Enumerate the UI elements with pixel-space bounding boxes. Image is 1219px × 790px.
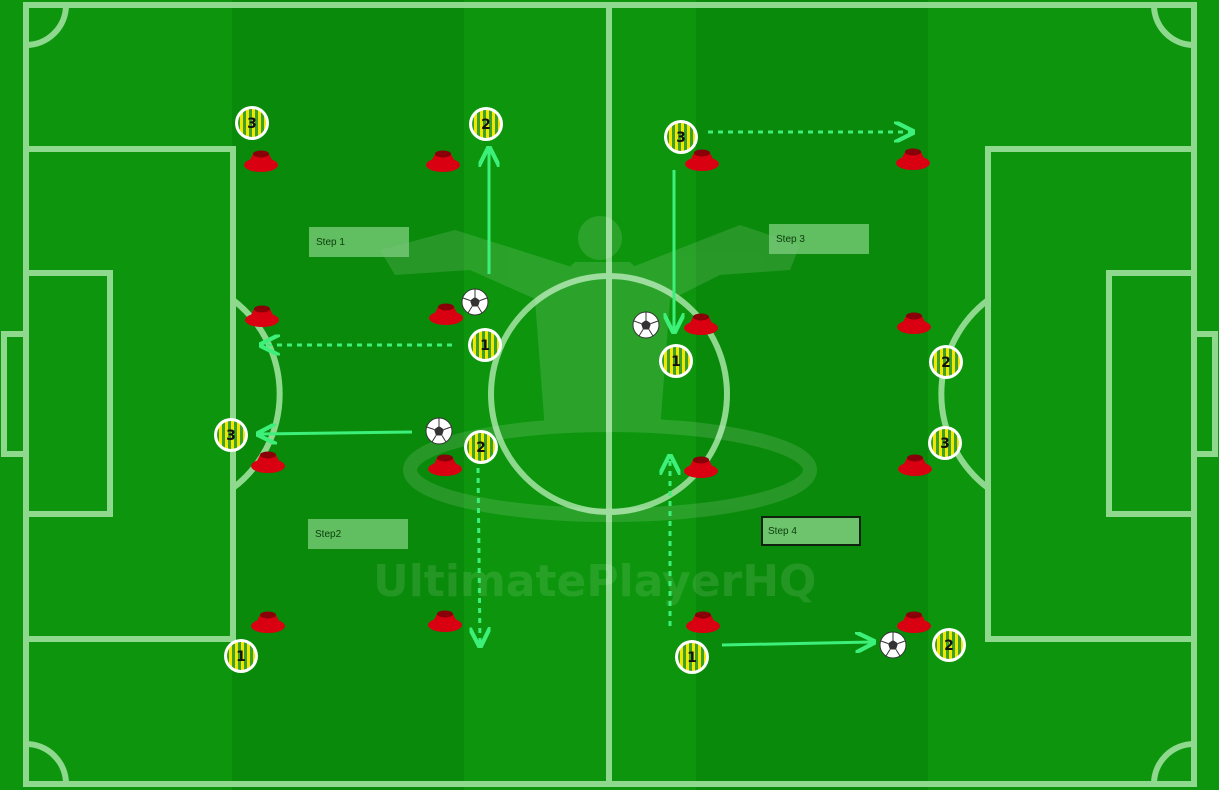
- player-marker-icon: 3: [235, 106, 269, 140]
- player-marker-icon: 1: [468, 328, 502, 362]
- player-marker-icon: 2: [464, 430, 498, 464]
- player-number: 2: [481, 117, 491, 133]
- step-2-label: Step2: [315, 529, 342, 540]
- player-number: 2: [944, 638, 954, 654]
- step-3-label: Step 3: [776, 234, 805, 245]
- player-number: 2: [941, 355, 951, 371]
- soccer-ball-icon: [879, 631, 907, 659]
- player-marker-icon: 2: [929, 345, 963, 379]
- player-marker-icon: 1: [224, 639, 258, 673]
- step-4-box: Step 4: [761, 516, 861, 546]
- step-4-label: Step 4: [768, 526, 797, 537]
- player-marker-icon: 1: [659, 344, 693, 378]
- player-number: 1: [671, 354, 681, 370]
- player-number: 1: [236, 649, 246, 665]
- player-number: 2: [476, 440, 486, 456]
- pass-arrow: [721, 642, 872, 645]
- step-3-box: Step 3: [769, 224, 869, 254]
- arrows: [260, 132, 911, 645]
- player-marker-icon: 3: [664, 120, 698, 154]
- player-number: 3: [676, 130, 686, 146]
- soccer-ball-icon: [461, 288, 489, 316]
- player-number: 1: [480, 338, 490, 354]
- players: 3 2 1 3 2 1 3 1: [214, 106, 966, 674]
- player-marker-icon: 3: [928, 426, 962, 460]
- player-marker-icon: 1: [675, 640, 709, 674]
- step-1-label: Step 1: [316, 237, 345, 248]
- step-1-box: Step 1: [309, 227, 409, 257]
- player-marker-icon: 2: [469, 107, 503, 141]
- player-marker-icon: 2: [932, 628, 966, 662]
- player-number: 3: [226, 428, 236, 444]
- player-number: 1: [687, 650, 697, 666]
- watermark-text: UltimatePlayerHQ: [373, 556, 816, 607]
- player-number: 3: [247, 116, 257, 132]
- soccer-ball-icon: [632, 311, 660, 339]
- step-labels: Step 1 Step2 Step 3 Step 4: [308, 224, 869, 549]
- soccer-ball-icon: [425, 417, 453, 445]
- step-2-box: Step2: [308, 519, 408, 549]
- player-marker-icon: 3: [214, 418, 248, 452]
- player-number: 3: [940, 436, 950, 452]
- pass-arrow: [260, 432, 413, 434]
